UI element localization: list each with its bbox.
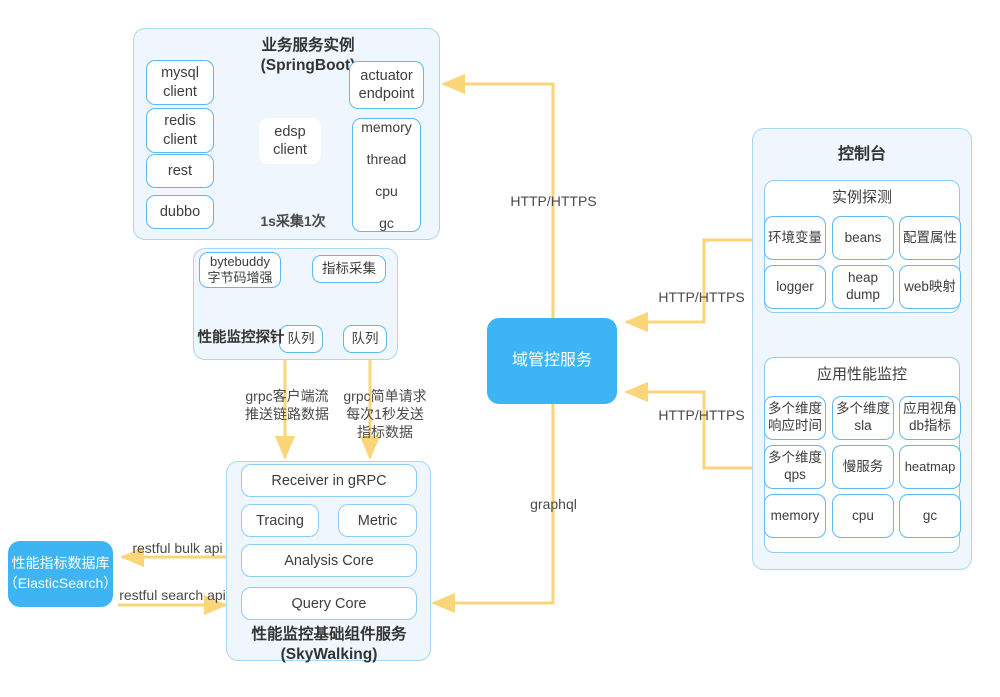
console-item-slow-service[interactable]: 慢服务 xyxy=(832,445,894,489)
console-item-web-mapping[interactable]: web映射 xyxy=(899,265,961,309)
section-title-instance-detection: 实例探测 xyxy=(831,189,892,206)
node-queue-left[interactable]: 队列 xyxy=(279,325,323,353)
http-instance-arrow xyxy=(624,238,752,333)
console-item-multi-dim-response-time[interactable]: 多个维度 响应时间 xyxy=(764,396,826,440)
node-dubbo[interactable]: dubbo xyxy=(146,195,214,229)
label-http-instance: HTTP/HTTPS xyxy=(658,289,745,305)
label-graphql: graphql xyxy=(530,496,577,512)
node-actuator-endpoint[interactable]: actuator endpoint xyxy=(349,61,424,109)
label-http-apm: HTTP/HTTPS xyxy=(658,407,745,423)
console-item-config-props[interactable]: 配置属性 xyxy=(899,216,961,260)
http-apm-arrow xyxy=(624,381,752,470)
node-jvm-metrics[interactable]: memory thread cpu gc xyxy=(352,118,421,232)
console-item-cpu[interactable]: cpu xyxy=(832,494,894,538)
section-title-apm: 应用性能监控 xyxy=(816,366,907,383)
label-restful-search: restful search api xyxy=(119,587,226,603)
node-tracing[interactable]: Tracing xyxy=(241,504,319,537)
node-edsp-client: edsp client xyxy=(259,118,321,164)
node-redis-client[interactable]: redis client xyxy=(146,108,214,153)
console-item-multi-dim-sla[interactable]: 多个维度 sla xyxy=(832,396,894,440)
node-metric-collect[interactable]: 指标采集 xyxy=(312,255,386,283)
console-item-beans[interactable]: beans xyxy=(832,216,894,260)
node-domain-service[interactable]: 域管控服务 xyxy=(487,318,617,404)
console-item-multi-dim-qps[interactable]: 多个维度 qps xyxy=(764,445,826,489)
node-analysis-core[interactable]: Analysis Core xyxy=(241,544,417,577)
console-item-heatmap[interactable]: heatmap xyxy=(899,445,961,489)
node-mysql-client[interactable]: mysql client xyxy=(146,60,214,105)
label-restful-bulk: restful bulk api xyxy=(132,540,223,556)
node-receiver-grpc[interactable]: Receiver in gRPC xyxy=(241,464,417,497)
skywalking-title: 性能监控基础组件服务 (SkyWalking) xyxy=(251,626,407,664)
console-item-env-vars[interactable]: 环境变量 xyxy=(764,216,826,260)
node-metric[interactable]: Metric xyxy=(338,504,417,537)
label-http-top: HTTP/HTTPS xyxy=(510,193,597,209)
label-grpc-stream: grpc客户端流 推送链路数据 xyxy=(245,388,329,423)
springboot-title: 业务服务实例 (SpringBoot) xyxy=(260,37,356,75)
node-queue-right[interactable]: 队列 xyxy=(343,325,387,353)
node-bytebuddy[interactable]: bytebuddy 字节码增强 xyxy=(199,252,281,288)
label-grpc-simple: grpc简单请求 每次1秒发送 指标数据 xyxy=(343,388,427,441)
console-item-gc[interactable]: gc xyxy=(899,494,961,538)
console-item-memory[interactable]: memory xyxy=(764,494,826,538)
node-rest[interactable]: rest xyxy=(146,154,214,188)
console-item-heap-dump[interactable]: heap dump xyxy=(832,265,894,309)
console-item-logger[interactable]: logger xyxy=(764,265,826,309)
node-query-core[interactable]: Query Core xyxy=(241,587,417,620)
probe-title: 性能监控探针 xyxy=(197,330,285,346)
sample-rate-note: 1s采集1次 xyxy=(260,213,326,229)
console-title: 控制台 xyxy=(837,146,886,163)
console-item-app-db-metrics[interactable]: 应用视角 db指标 xyxy=(899,396,961,440)
node-elasticsearch[interactable]: 性能指标数据库 （ElasticSearch） xyxy=(4,541,117,607)
